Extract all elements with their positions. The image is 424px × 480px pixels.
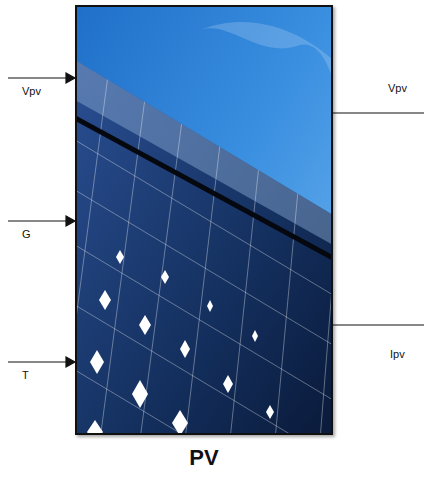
solar-photo [75, 5, 333, 435]
port-label: Vpv [388, 82, 407, 95]
port-label: T [22, 369, 29, 382]
port-label: G [22, 228, 31, 241]
simulink-block: PV [75, 5, 333, 435]
signal-wires [8, 73, 424, 367]
port-label: Vpv [22, 85, 41, 98]
block-name: PV [37, 445, 371, 471]
port-label: Ipv [390, 348, 405, 361]
